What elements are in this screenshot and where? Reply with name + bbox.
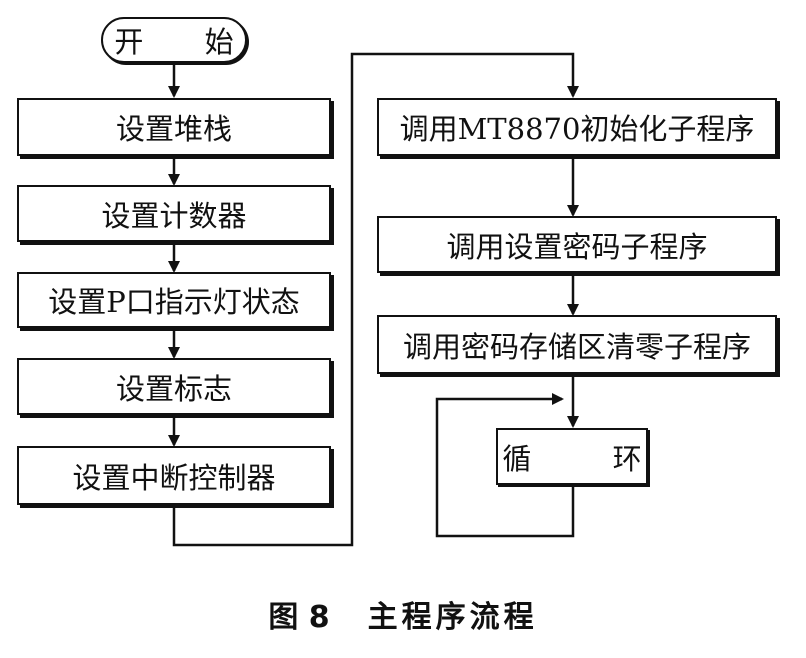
start-terminal: 开 始 [101, 17, 247, 63]
loop-box: 循 环 [496, 428, 648, 485]
step-set-counter: 设置计数器 [17, 185, 331, 242]
step-set-port-indicator: 设置P口指示灯状态 [17, 272, 331, 328]
step-call-clear-password-storage: 调用密码存储区清零子程序 [377, 315, 777, 374]
step-set-stack: 设置堆栈 [17, 98, 331, 156]
step-call-mt8870-init: 调用MT8870初始化子程序 [377, 98, 777, 156]
figure-number: 图 8 [268, 600, 330, 635]
step-set-interrupt-controller: 设置中断控制器 [17, 446, 331, 505]
figure-caption: 图 8 主程序流程 [0, 592, 806, 636]
step-set-flag: 设置标志 [17, 358, 331, 415]
loop-back-connector [435, 393, 575, 538]
connector-left-to-right [172, 52, 579, 547]
figure-title: 主程序流程 [367, 600, 538, 635]
step-call-set-password: 调用设置密码子程序 [377, 216, 777, 273]
